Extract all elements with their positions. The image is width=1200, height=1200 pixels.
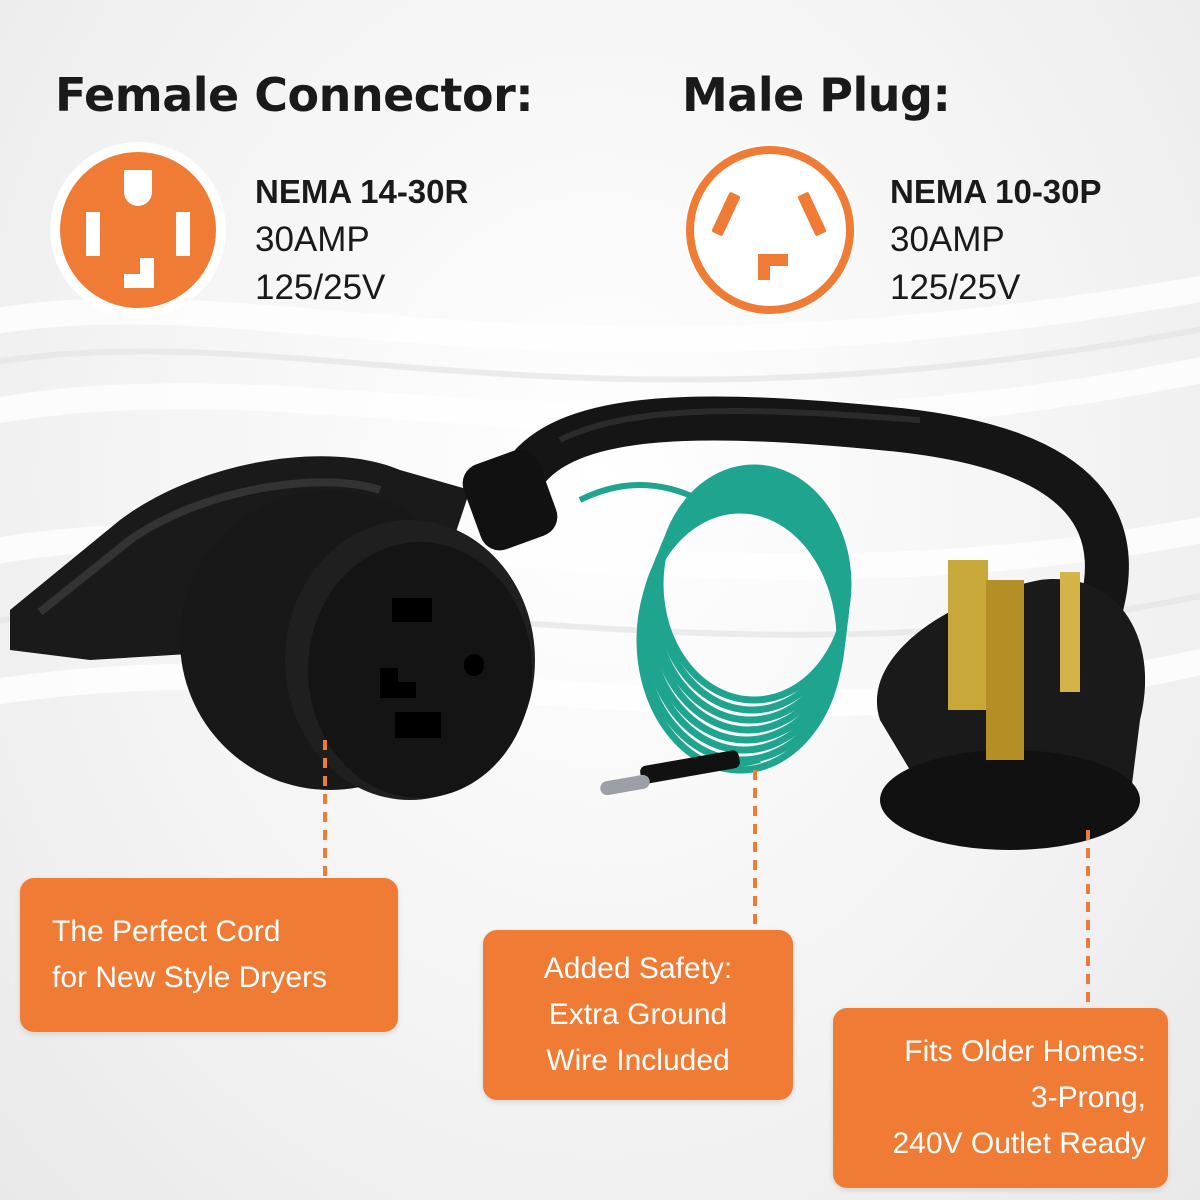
callout-mid-line1: Added Safety: bbox=[543, 952, 733, 985]
power-cable bbox=[498, 396, 1129, 662]
callout-left-line1: The Perfect Cord bbox=[52, 915, 281, 948]
callout-mid-line3: Wire Included bbox=[546, 1044, 730, 1077]
female-connector-body bbox=[10, 449, 558, 800]
female-connector-heading: Female Connector: bbox=[55, 68, 534, 122]
callout-right-line3: 240V Outlet Ready bbox=[892, 1127, 1147, 1160]
callout-mid-line2: Extra Ground bbox=[548, 998, 728, 1031]
callout-perfect-cord: The Perfect Cord for New Style Dryers bbox=[20, 878, 398, 1032]
female-model: NEMA 14-30R bbox=[255, 173, 469, 210]
callout-right-line2: 3-Prong, bbox=[1030, 1081, 1146, 1114]
callout-older-homes: Fits Older Homes: 3-Prong, 240V Outlet R… bbox=[833, 1008, 1168, 1188]
female-amp: 30AMP bbox=[255, 220, 370, 259]
callout-left-line2: for New Style Dryers bbox=[52, 961, 328, 994]
male-spec: NEMA 10-30P 30AMP 125/25V bbox=[890, 168, 1102, 312]
ground-wire-coil bbox=[636, 464, 852, 774]
male-amp: 30AMP bbox=[890, 220, 1005, 259]
female-volt: 125/25V bbox=[255, 268, 386, 307]
male-plug-body bbox=[876, 560, 1146, 850]
female-spec: NEMA 14-30R 30AMP 125/25V bbox=[255, 168, 468, 312]
nema-14-30r-receptacle-icon bbox=[48, 140, 228, 325]
ground-pin bbox=[600, 750, 740, 796]
callout-right-line1: Fits Older Homes: bbox=[904, 1035, 1146, 1068]
male-model: NEMA 10-30P bbox=[890, 173, 1102, 210]
callout-added-safety: Added Safety: Extra Ground Wire Included bbox=[483, 930, 793, 1100]
nema-10-30p-plug-icon bbox=[680, 140, 860, 325]
male-plug-heading: Male Plug: bbox=[682, 68, 951, 122]
male-volt: 125/25V bbox=[890, 268, 1021, 307]
leader-lines bbox=[323, 740, 1090, 1008]
